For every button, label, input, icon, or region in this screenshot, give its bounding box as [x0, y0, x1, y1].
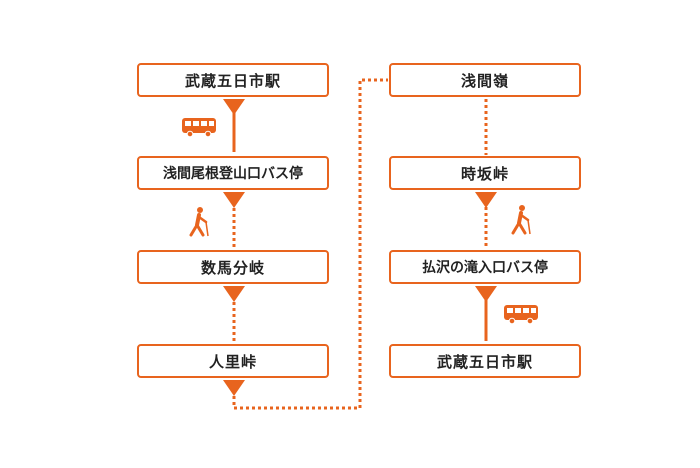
stop-label: 浅間嶺	[460, 71, 509, 90]
hiker-icon	[189, 207, 209, 237]
hiker-icon	[511, 205, 531, 235]
arrow-marker	[223, 99, 245, 115]
stop-label: 武蔵五日市駅	[436, 352, 533, 371]
arrow-marker	[223, 192, 245, 208]
arrow-marker	[223, 380, 245, 396]
stop-left-1: 武蔵五日市駅	[137, 63, 329, 97]
bus-icon	[504, 305, 538, 325]
stop-right-3: 払沢の滝入口バス停	[389, 250, 581, 284]
arrow-marker	[475, 286, 497, 302]
stop-left-3: 数馬分岐	[137, 250, 329, 284]
stop-right-4: 武蔵五日市駅	[389, 344, 581, 378]
stop-label: 武蔵五日市駅	[184, 71, 281, 90]
stop-label: 時坂峠	[460, 164, 509, 183]
bus-icon	[182, 118, 216, 138]
stop-label: 数馬分岐	[200, 258, 265, 277]
stop-label: 人里峠	[208, 352, 257, 371]
stop-left-4: 人里峠	[137, 344, 329, 378]
stop-right-2: 時坂峠	[389, 156, 581, 190]
connector-cross	[232, 78, 388, 410]
stop-label: 払沢の滝入口バス停	[422, 260, 548, 276]
stop-right-1: 浅間嶺	[389, 63, 581, 97]
stop-left-2: 浅間尾根登山口バス停	[137, 156, 329, 190]
arrow-marker	[475, 192, 497, 208]
stop-label: 浅間尾根登山口バス停	[163, 166, 303, 182]
arrow-marker	[223, 286, 245, 302]
